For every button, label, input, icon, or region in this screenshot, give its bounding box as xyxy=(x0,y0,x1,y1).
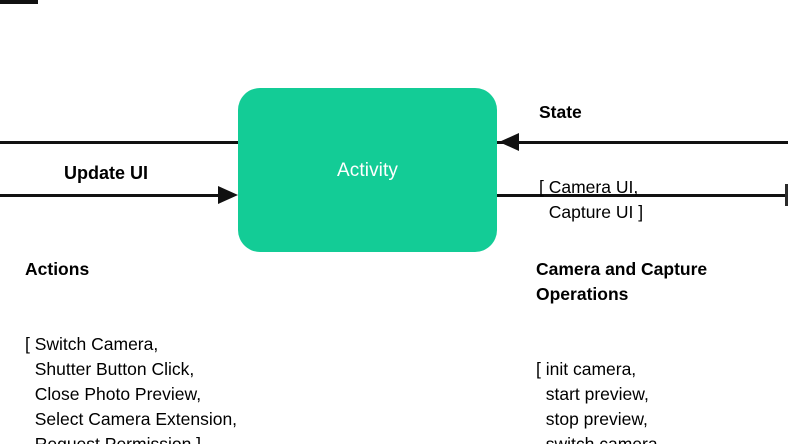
state-items: [ Camera UI, Capture UI ] xyxy=(539,177,644,222)
operations-items: [ init camera, start preview, stop previ… xyxy=(536,359,663,444)
actions-heading: Actions xyxy=(25,259,90,279)
flow-line-state xyxy=(497,141,788,144)
flow-line-actions xyxy=(0,194,222,197)
annotation-state: State [ Camera UI, Capture UI ] xyxy=(539,50,643,275)
operations-heading: Camera and Capture Operations xyxy=(536,259,708,304)
update-ui-heading: Update UI xyxy=(64,163,149,183)
actions-items: [ Switch Camera, Shutter Button Click, C… xyxy=(25,334,238,444)
flow-line-update-ui xyxy=(0,141,240,144)
activity-node[interactable]: Activity xyxy=(238,88,497,252)
right-edge-continuation-tick xyxy=(785,184,788,206)
corner-artifact-mark xyxy=(0,0,38,4)
annotation-actions: Actions [ Switch Camera, Shutter Button … xyxy=(25,207,237,444)
arrowhead-actions-into-activity xyxy=(218,186,238,204)
annotation-update-ui: Update UI xyxy=(64,111,148,236)
annotation-camera-capture-operations: Camera and Capture Operations [ init cam… xyxy=(536,207,707,444)
state-heading: State xyxy=(539,102,582,122)
activity-node-label: Activity xyxy=(337,159,398,181)
arrowhead-state-into-activity xyxy=(499,133,519,151)
flow-line-operations xyxy=(497,194,788,197)
